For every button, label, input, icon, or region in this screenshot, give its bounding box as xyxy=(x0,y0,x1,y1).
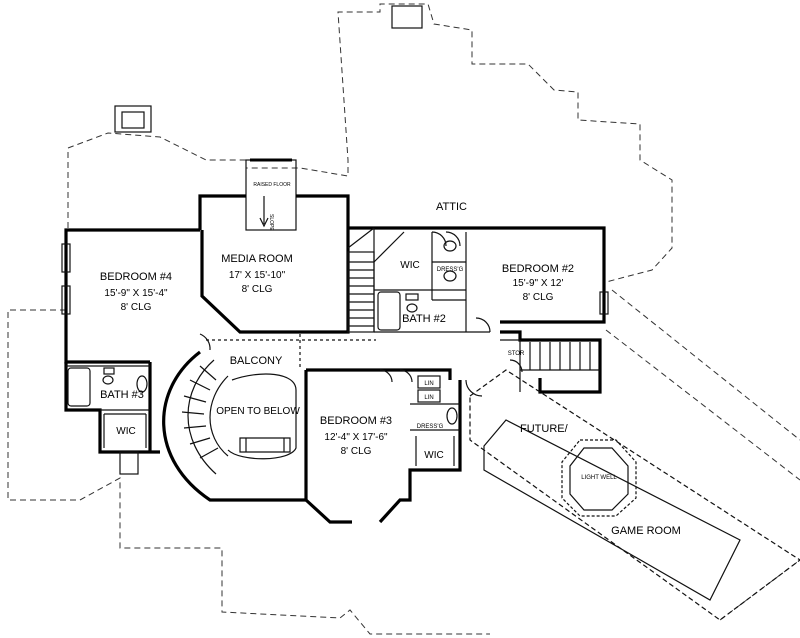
dressg-bottom-label: DRESS'G xyxy=(417,424,444,430)
light-well-label: LIGHT WELL xyxy=(581,475,617,481)
bath3-label: BATH #3 xyxy=(100,389,144,401)
wic-top-label: WIC xyxy=(400,260,419,271)
dressg-top-label: DRESS'G xyxy=(437,267,464,273)
media-room-clg: 8' CLG xyxy=(242,284,273,295)
wic-left-label: WIC xyxy=(116,426,135,437)
bedroom4-size: 15'-9" X 15'-4" xyxy=(104,288,168,299)
future-label: FUTURE/ xyxy=(520,423,569,435)
bedroom2-name: BEDROOM #2 xyxy=(502,263,574,275)
bath2-fixtures xyxy=(377,240,457,331)
exterior-walls xyxy=(64,194,606,524)
game-room-outline xyxy=(469,369,800,621)
bedroom3-name: BEDROOM #3 xyxy=(320,415,392,427)
stor-label: STOR xyxy=(508,351,525,357)
media-room-size: 17' X 15'-10" xyxy=(229,270,286,281)
chimney-top xyxy=(391,5,423,29)
windows xyxy=(61,243,609,315)
bath3-fixtures xyxy=(67,367,458,425)
open-below-label: OPEN TO BELOW xyxy=(216,406,300,417)
raised-floor-label: RAISED FLOOR xyxy=(253,182,291,188)
interior-partitions xyxy=(66,227,521,475)
stairs-top xyxy=(347,251,375,333)
balcony-label: BALCONY xyxy=(230,355,283,367)
wic-bottom-label: WIC xyxy=(424,450,443,461)
bedroom2-clg: 8' CLG xyxy=(523,292,554,303)
lin1-label: LIN xyxy=(424,381,433,387)
bedroom4-clg: 8' CLG xyxy=(121,302,152,313)
attic-label: ATTIC xyxy=(436,201,467,213)
bedroom4-name: BEDROOM #4 xyxy=(100,271,172,283)
slope-label: SLOPE xyxy=(268,214,274,231)
door-swings xyxy=(199,231,523,397)
bedroom2-size: 15'-9" X 12' xyxy=(513,278,564,289)
bath2-label: BATH #2 xyxy=(402,313,446,325)
media-room-name: MEDIA ROOM xyxy=(221,253,293,265)
balcony-lines xyxy=(206,334,376,370)
chimney-left xyxy=(114,105,152,133)
lin2-label: LIN xyxy=(424,395,433,401)
curved-stair xyxy=(181,359,297,475)
bedroom3-clg: 8' CLG xyxy=(341,446,372,457)
bedroom3-size: 12'-4" X 17'-6" xyxy=(324,432,388,443)
game-room-label: GAME ROOM xyxy=(611,525,681,537)
stairs-right xyxy=(520,342,600,371)
